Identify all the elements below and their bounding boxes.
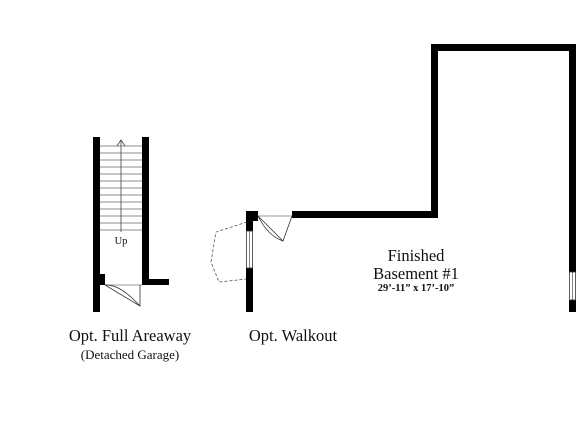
- basement-wall-top: [431, 44, 576, 51]
- walkout-wall-upper: [246, 211, 253, 231]
- areaway-stair: [93, 137, 169, 312]
- walkout-area: [210, 211, 293, 312]
- basement-window: [569, 271, 576, 301]
- areaway-subtitle: (Detached Garage): [80, 347, 180, 362]
- walkout-door-swing: [257, 215, 293, 242]
- basement-wall-right-lower: [569, 300, 576, 312]
- stair-up-label: Up: [114, 236, 128, 247]
- basement-dimensions: 29’-11” x 17’-10”: [377, 283, 455, 294]
- areaway-left-wall: [93, 137, 100, 312]
- areaway-door-jamb: [100, 274, 105, 285]
- walkout-wall-lower: [246, 268, 253, 312]
- basement-wall-top-left: [292, 211, 438, 218]
- basement-wall-step-vertical: [431, 44, 438, 218]
- areaway-title: Opt. Full Areaway: [68, 326, 192, 345]
- basement-wall-right-upper: [569, 44, 576, 272]
- areaway-right-wall: [142, 137, 149, 285]
- walkout-door-jamb: [253, 211, 258, 221]
- walkout-bay-outline: [210, 221, 248, 283]
- basement-walls: [292, 44, 576, 312]
- stair-up-arrow: [116, 139, 126, 232]
- areaway-door-swing: [104, 284, 142, 307]
- basement-name-line1: Finished: [387, 246, 445, 265]
- walkout-title: Opt. Walkout: [248, 326, 338, 345]
- areaway-bottom-wall-right: [142, 279, 169, 285]
- basement-name-line2: Basement #1: [373, 264, 459, 283]
